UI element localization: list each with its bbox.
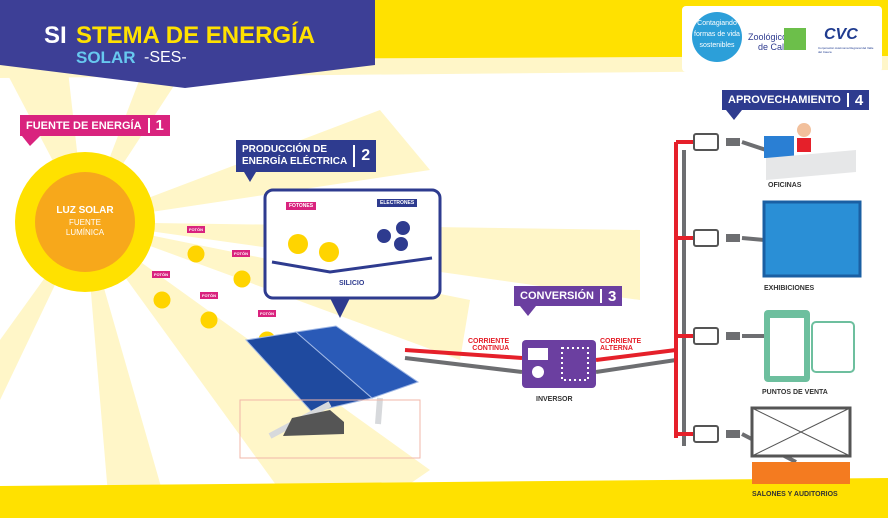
cvc-logo: CVC — [824, 26, 858, 43]
ac-current-line1: CORRIENTE — [600, 338, 642, 345]
logo-contagiando-mid: formas de vida — [694, 31, 740, 38]
header-purple-banner — [0, 0, 375, 88]
auditorium-illustration — [750, 406, 852, 484]
section2-tag: PRODUCCIÓN DE ENERGÍA ELÉCTRICA 2 — [236, 140, 377, 172]
section2-pointer — [244, 172, 256, 182]
section4-number: 4 — [854, 91, 864, 109]
plugs — [726, 138, 740, 438]
section2-title-line2: ENERGÍA ELÉCTRICA — [242, 156, 348, 167]
bottom-band — [0, 478, 888, 518]
section2-title: PRODUCCIÓN DE ENERGÍA ELÉCTRICA — [236, 144, 353, 168]
section2-divider — [353, 145, 356, 167]
ac-current-line2: ALTERNA — [600, 345, 633, 352]
title-main: STEMA DE ENERGÍA — [76, 22, 316, 49]
section1-tag-pointer — [22, 136, 40, 146]
car — [283, 410, 344, 436]
sun-sublabel-1: FUENTE — [69, 218, 101, 227]
section3-pointer — [520, 306, 536, 316]
ac-current-label: CORRIENTE ALTERNA — [600, 338, 641, 352]
zoo-logo-icon — [784, 28, 806, 50]
subtitle-solar: SOLAR — [76, 48, 136, 67]
sun-label: LUZ SOLAR — [56, 205, 114, 216]
electron-2 — [396, 221, 410, 235]
inverter-screen — [528, 348, 548, 360]
silicio-box — [263, 188, 442, 300]
section4-tag: APROVECHAMIENTO 4 — [722, 90, 870, 110]
section2-number: 2 — [361, 147, 371, 164]
outlets — [693, 133, 719, 443]
inverter-label: INVERSOR — [536, 396, 573, 403]
label-oficinas: OFICINAS — [768, 182, 802, 189]
electron-1 — [377, 229, 391, 243]
section4-divider — [846, 93, 849, 107]
inverter-dial — [532, 366, 544, 378]
box-photon-1 — [288, 234, 308, 254]
photon-label: FOTÓN — [232, 250, 250, 257]
section3-number: 3 — [607, 287, 617, 305]
section1-title: FUENTE DE ENERGÍA — [26, 119, 142, 132]
logo-contagiando-top: Contagiando — [697, 20, 737, 27]
sun-inner — [35, 172, 135, 272]
silicio-band — [271, 256, 433, 274]
logo-contagiando-bottom: sostenibles — [699, 42, 735, 49]
section1-number: 1 — [155, 117, 164, 134]
subtitle-ses: -SES- — [144, 49, 187, 66]
zoo-logo-text-2: de Cali — [758, 42, 787, 52]
section4-title: APROVECHAMIENTO — [728, 94, 841, 106]
title-si: SI — [44, 22, 67, 49]
inverter-vents — [561, 347, 589, 381]
section2-title-line1: PRODUCCIÓN DE — [242, 144, 328, 155]
contagiando-logo: Contagiando formas de vida sostenibles — [692, 12, 742, 62]
photon-label: FOTÓN — [152, 271, 170, 278]
section1-divider — [147, 118, 150, 133]
photon-label: FOTÓN — [258, 310, 276, 317]
box-photon-2 — [319, 242, 339, 262]
section3-title: CONVERSIÓN — [520, 290, 594, 302]
sun-sublabel-2: LUMÍNICA — [65, 228, 105, 237]
fotones-label: FOTONES — [286, 202, 317, 210]
label-exhibiciones: EXHIBICIONES — [764, 285, 815, 292]
dc-current-line1: CORRIENTE — [468, 338, 510, 345]
ground-grid — [239, 399, 421, 459]
dc-current-line2: CONTINUA — [472, 345, 510, 352]
store-illustration — [764, 310, 855, 382]
aquarium-illustration — [762, 200, 862, 278]
label-puntos-de-venta: PUNTOS DE VENTA — [762, 389, 828, 396]
silicio-label: SILICIO — [339, 280, 365, 287]
section3-tag: CONVERSIÓN 3 — [514, 286, 623, 306]
section4-pointer — [726, 110, 742, 120]
label-salones-auditorios: SALONES Y AUDITORIOS — [752, 491, 838, 498]
office-illustration — [764, 123, 856, 180]
silicio-box-pointer — [330, 298, 350, 318]
zoo-logo-text-1: Zoológico — [748, 32, 788, 42]
electron-3 — [394, 237, 408, 251]
photon-label: FOTÓN — [200, 292, 218, 299]
section3-divider — [599, 289, 602, 303]
photon-label: FOTÓN — [187, 226, 205, 233]
section1-tag: FUENTE DE ENERGÍA 1 — [20, 115, 170, 136]
electrones-label: ELECTRONES — [377, 199, 418, 207]
dc-current-label: CORRIENTE CONTINUA — [468, 338, 509, 352]
cvc-logo-sub: Corporación Autónoma Regional del Valle … — [818, 46, 874, 54]
